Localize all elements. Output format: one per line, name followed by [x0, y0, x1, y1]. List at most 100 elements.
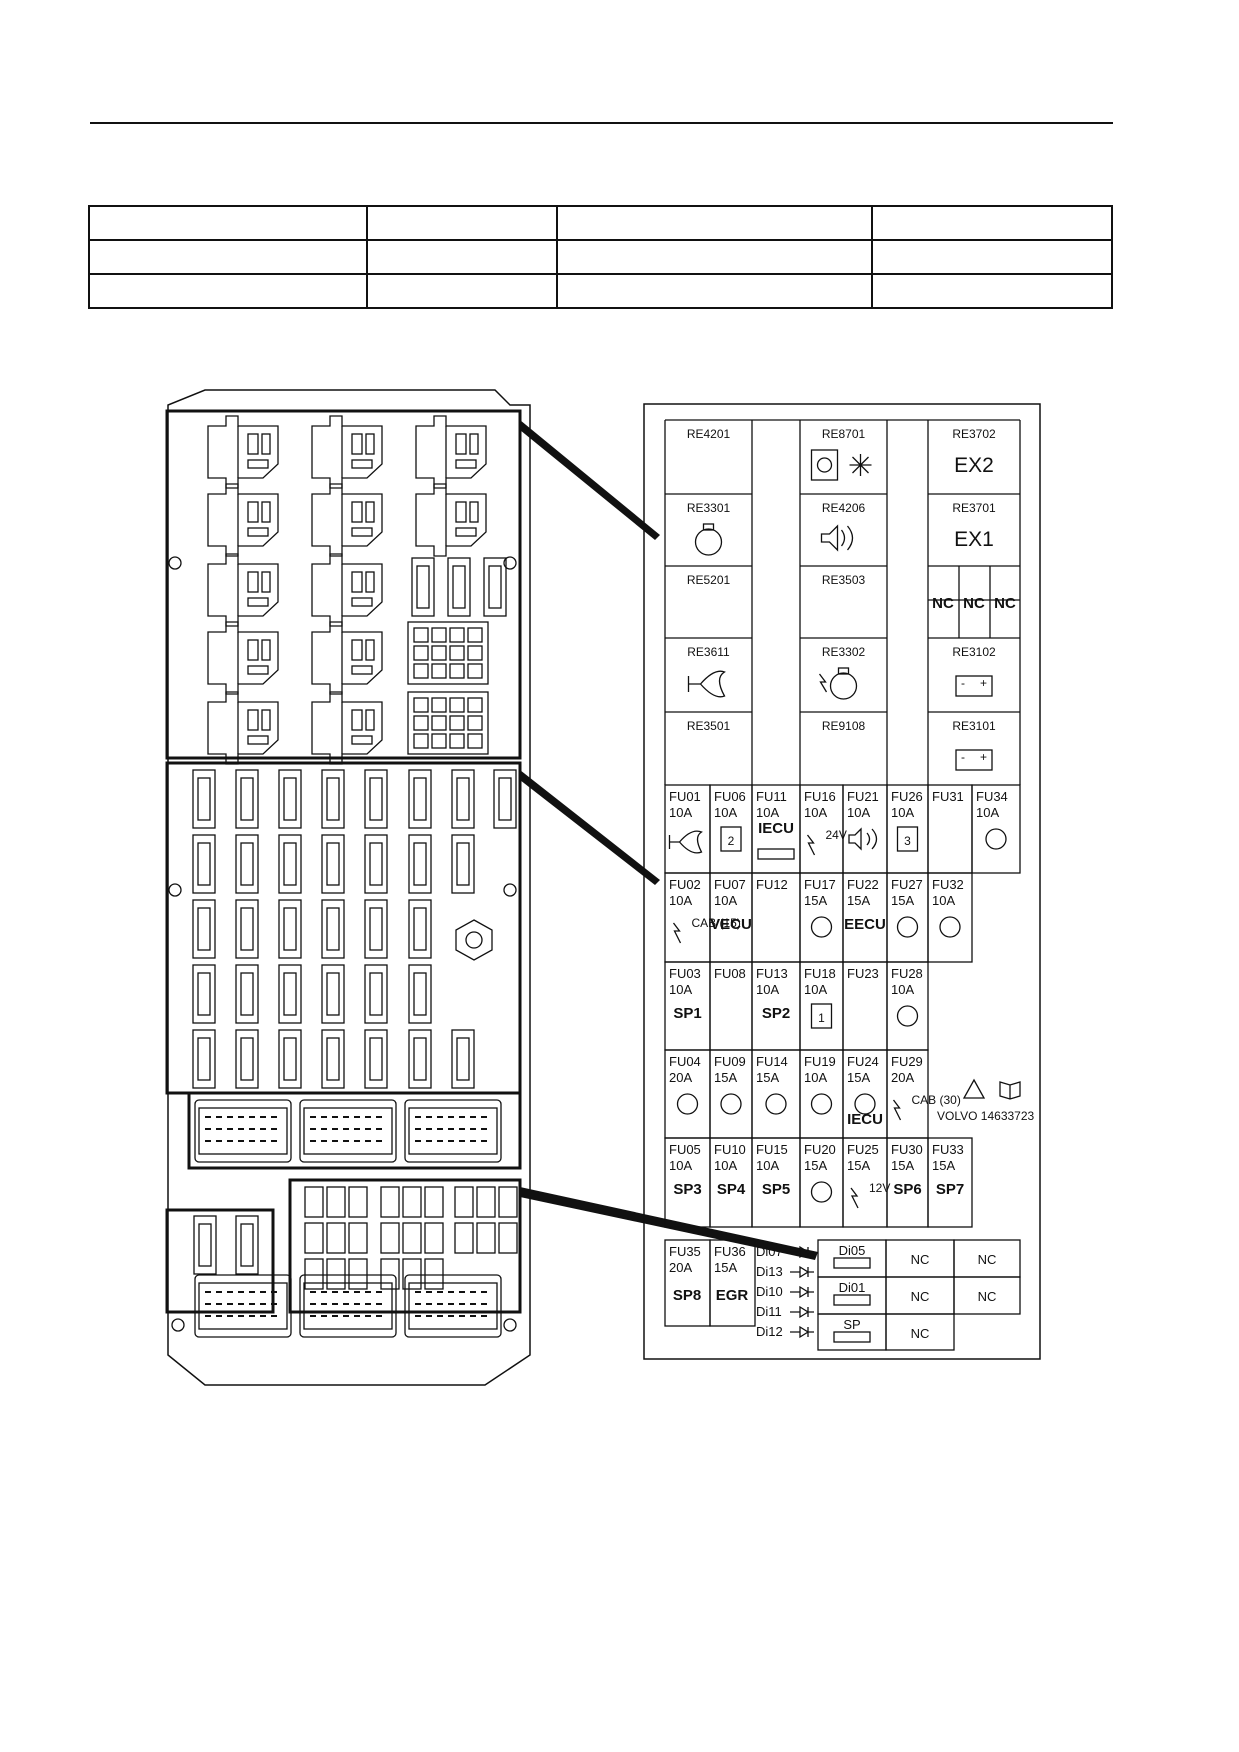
speaker-icon — [820, 524, 854, 552]
fuse-cell — [927, 1137, 973, 1228]
fuse-id-FU08: FU08 — [714, 966, 746, 981]
diode-icon — [790, 1305, 814, 1319]
connector — [404, 1099, 502, 1163]
interior-light-icon — [896, 1005, 919, 1027]
fuse-slot — [192, 1029, 216, 1089]
fan-icon — [810, 449, 839, 481]
fuse-id-FU06: FU06 — [714, 789, 746, 804]
fuse-cell — [709, 1239, 756, 1327]
fuse-amp-FU13: 10A — [756, 982, 779, 997]
fuse-slot — [321, 834, 345, 894]
box-2-icon-num: 2 — [728, 834, 735, 848]
fuse-amp-FU21: 10A — [847, 805, 870, 820]
fuse-slot — [278, 964, 302, 1024]
legend-frame — [643, 403, 1041, 1360]
fuse-amp-FU27: 15A — [891, 893, 914, 908]
fuse-id-FU15: FU15 — [756, 1142, 788, 1157]
ground-stud — [455, 919, 493, 961]
fuse-slot — [408, 964, 432, 1024]
fuse-amp-FU36: 15A — [714, 1260, 737, 1275]
nc-label: NC — [963, 595, 985, 612]
fuse-label-FU22: EECU — [844, 916, 886, 933]
fuse-id-FU23: FU23 — [847, 966, 879, 981]
fuse-slot — [192, 899, 216, 959]
fuse-slot — [364, 769, 388, 829]
diode-cell — [348, 1186, 368, 1218]
fuse-label-FU33: SP7 — [936, 1181, 964, 1198]
diode-cell — [326, 1186, 346, 1218]
diode-slot-Di01: Di01 — [839, 1280, 866, 1295]
fuse-id-FU33: FU33 — [932, 1142, 964, 1157]
diode-slot-icon — [833, 1257, 871, 1269]
fuse-id-FU18: FU18 — [804, 966, 836, 981]
fuse-slot — [278, 834, 302, 894]
lightning-icon — [818, 673, 828, 693]
fuse-id-FU31: FU31 — [932, 789, 964, 804]
lower-fuse-zone — [165, 1208, 275, 1314]
fuse-slot — [451, 1029, 475, 1089]
diode-label-Di07: Di07 — [756, 1244, 783, 1259]
power-sub-FU25: 12V — [869, 1181, 890, 1195]
book-icon — [999, 1081, 1021, 1100]
fuse-amp-FU09: 15A — [714, 1070, 737, 1085]
diode-slot-icon — [833, 1331, 871, 1343]
fuse-id-FU10: FU10 — [714, 1142, 746, 1157]
relay-socket — [207, 621, 279, 695]
lightning-icon — [806, 834, 816, 856]
relay-socket — [207, 691, 279, 765]
physical-relays — [207, 415, 507, 765]
fuse-cell — [927, 872, 973, 963]
callout-relays — [520, 420, 660, 540]
fuse-slot — [408, 899, 432, 959]
nc-cell — [953, 1276, 1021, 1315]
mirror-heat-icon — [720, 1093, 742, 1115]
fuse-id-FU04: FU04 — [669, 1054, 701, 1069]
fuse-slot — [192, 769, 216, 829]
battery-plus: + — [980, 750, 987, 764]
diode-icon — [790, 1325, 814, 1339]
connector — [299, 1099, 397, 1163]
diode-cell — [326, 1222, 346, 1254]
fuse-amp-FU02: 10A — [669, 893, 692, 908]
fuse-slot — [321, 1029, 345, 1089]
relay-label-RE3301: RE3301 — [687, 501, 731, 515]
connector — [194, 1099, 292, 1163]
engine-icon — [694, 528, 723, 556]
warning-icon — [962, 1078, 986, 1099]
fuse-id-FU30: FU30 — [891, 1142, 923, 1157]
key-icon — [854, 1093, 876, 1115]
nc-label: NC — [994, 595, 1016, 612]
diode-icon — [790, 1245, 814, 1259]
seat-icon — [939, 916, 961, 938]
diode-cell — [424, 1186, 444, 1218]
fuse-amp-FU29: 20A — [891, 1070, 914, 1085]
diode-cell — [348, 1258, 368, 1290]
physical-diode-blocks — [304, 1186, 518, 1290]
fuse-slot — [451, 834, 475, 894]
fuse-amp-FU05: 10A — [669, 1158, 692, 1173]
mounting-holes — [168, 556, 517, 1332]
fuse-slot — [192, 834, 216, 894]
fuse-id-FU36: FU36 — [714, 1244, 746, 1259]
heater-icon — [810, 1181, 833, 1203]
diode-cell — [348, 1222, 368, 1254]
battery-icon — [955, 749, 993, 771]
fuse-amp-FU26: 10A — [891, 805, 914, 820]
diode-label-Di11: Di11 — [756, 1304, 782, 1319]
fuse-id-FU21: FU21 — [847, 789, 879, 804]
fuse-amp-FU15: 10A — [756, 1158, 779, 1173]
relay-label-RE3702: RE3702 — [952, 427, 996, 441]
battery-plus: + — [980, 676, 987, 690]
fuse-amp-FU25: 15A — [847, 1158, 870, 1173]
relay-zone — [165, 409, 522, 760]
fuse-id-FU07: FU07 — [714, 877, 746, 892]
nc-label: NC — [978, 1289, 997, 1304]
fuse-amp-FU14: 15A — [756, 1070, 779, 1085]
fuse-amp-FU30: 15A — [891, 1158, 914, 1173]
diode-cell — [326, 1258, 346, 1290]
diode-label-Di12: Di12 — [756, 1324, 783, 1339]
relay-label-RE3701: RE3701 — [952, 501, 996, 515]
horn-icon — [687, 670, 726, 698]
relay-label-RE5201: RE5201 — [687, 573, 731, 587]
